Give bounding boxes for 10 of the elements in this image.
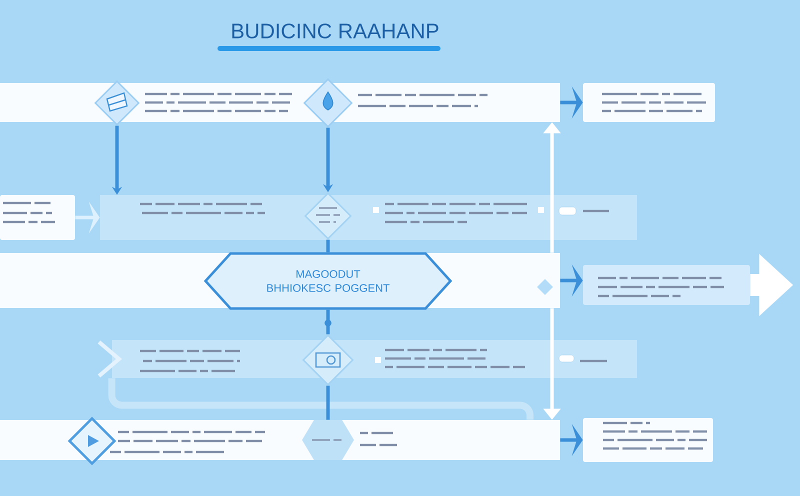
connector-line — [326, 310, 330, 334]
connector-line — [108, 378, 534, 420]
hexagon — [302, 420, 354, 460]
hexagon-box: MAGOODUT BHHIOKESC POGGENT — [204, 252, 452, 310]
connector-line — [326, 386, 330, 420]
title: BUDICINC RAAHANP — [232, 24, 438, 38]
text-box — [0, 195, 75, 240]
text-box — [583, 83, 715, 122]
text-box — [583, 265, 750, 305]
connector-line — [326, 240, 330, 252]
